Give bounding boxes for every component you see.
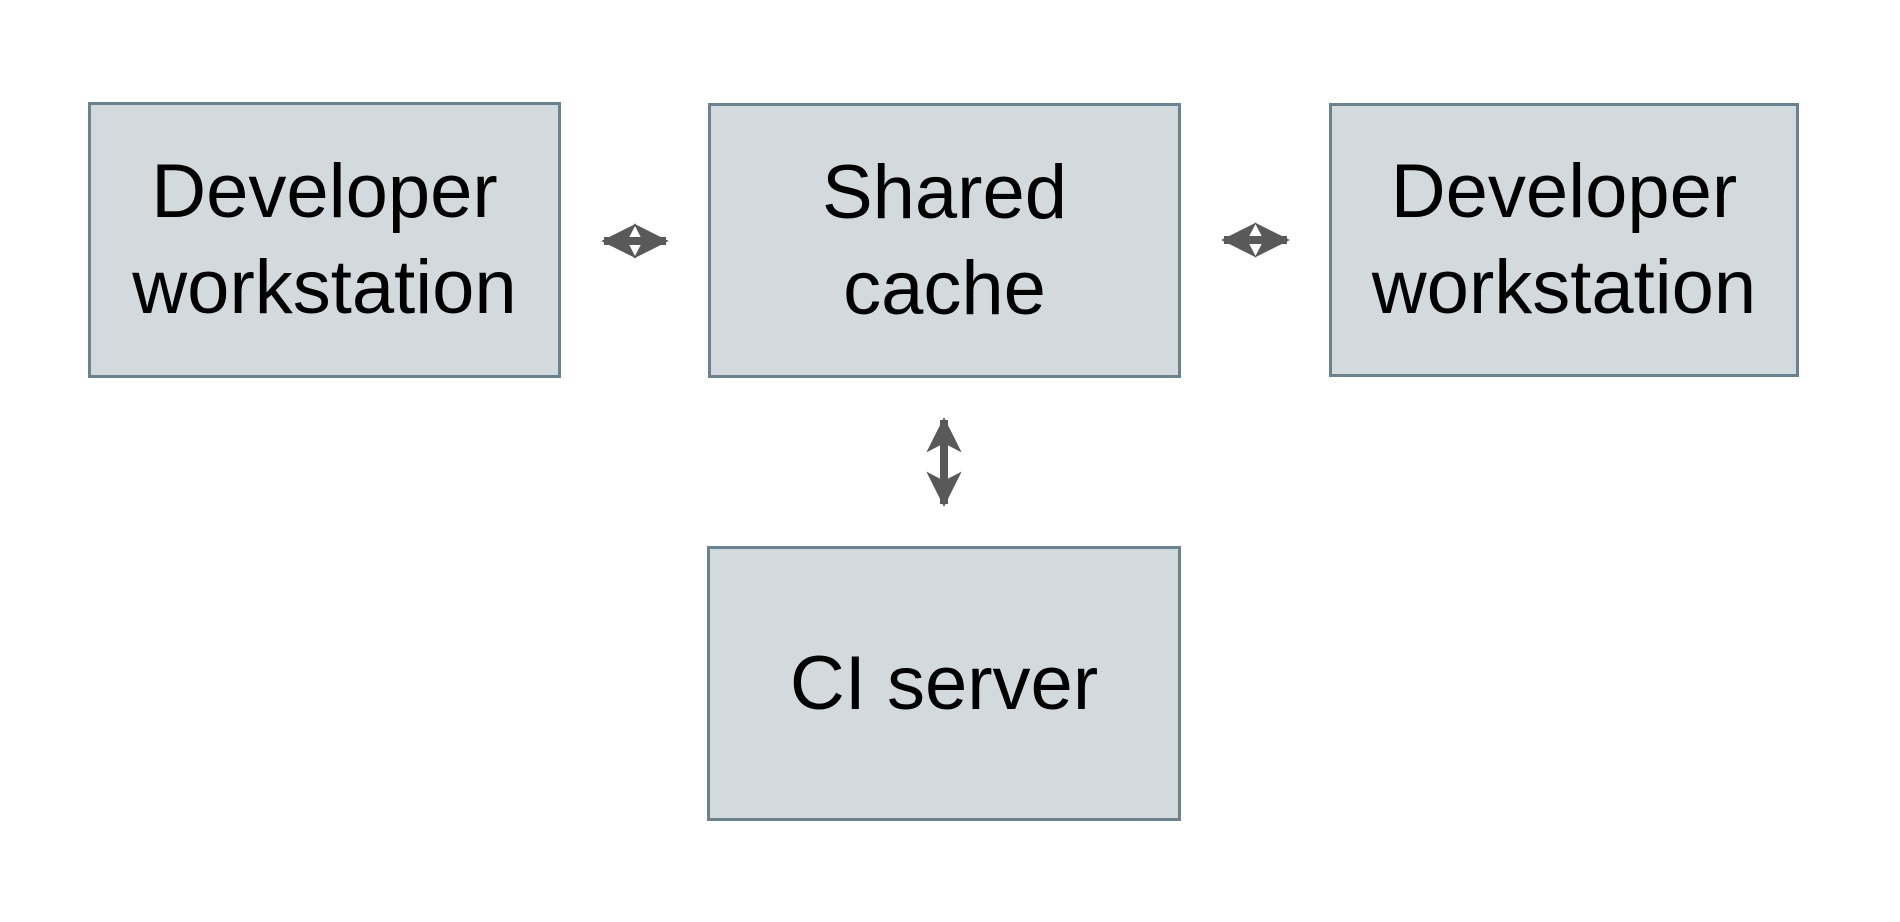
- node-label-line: cache: [843, 245, 1046, 331]
- node-label-line: Developer: [1390, 149, 1738, 234]
- node-ci-server: CI server: [707, 546, 1181, 821]
- node-label-line: Shared: [821, 149, 1068, 235]
- node-label-line: CI server: [789, 640, 1099, 726]
- node-label-line: workstation: [132, 245, 517, 330]
- node-shared-cache: Shared cache: [708, 103, 1181, 378]
- node-label-line: workstation: [1371, 245, 1757, 330]
- node-label-line: Developer: [151, 149, 498, 234]
- node-developer-workstation-left: Developer workstation: [88, 102, 561, 378]
- node-developer-workstation-right: Developer workstation: [1329, 103, 1799, 377]
